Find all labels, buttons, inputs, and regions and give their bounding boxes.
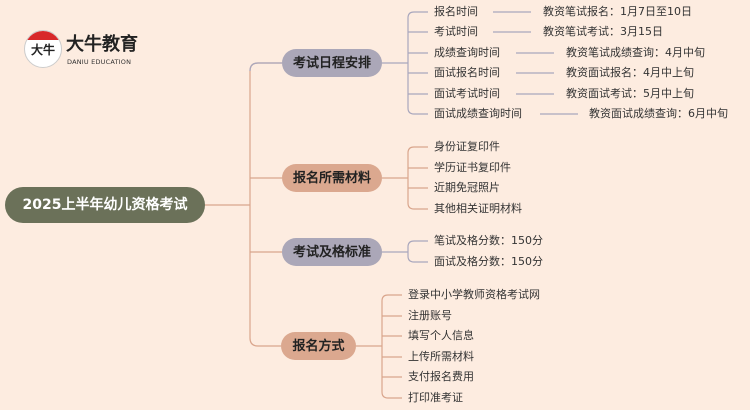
leaf-item[interactable]: 其他相关证明材料 (434, 202, 522, 215)
leaf-value[interactable]: 教资笔试报名：1月7日至10日 (543, 5, 692, 18)
leaf-item[interactable]: 笔试及格分数：150分 (434, 234, 543, 247)
leaf-item[interactable]: 考试时间 (434, 25, 478, 38)
branch-materials[interactable]: 报名所需材料 (282, 164, 382, 192)
leaf-value[interactable]: 教资笔试成绩查询：4月中旬 (566, 46, 705, 59)
leaf-item[interactable]: 报名时间 (434, 5, 478, 18)
logo-icon: 大牛 (24, 30, 62, 68)
leaf-value[interactable]: 教资笔试考试：3月15日 (543, 25, 663, 38)
leaf-item[interactable]: 打印准考证 (408, 391, 463, 404)
branch-pass-standard[interactable]: 考试及格标准 (282, 238, 382, 266)
leaf-item[interactable]: 面试成绩查询时间 (434, 107, 522, 120)
branch-schedule[interactable]: 考试日程安排 (282, 49, 382, 77)
logo-subtitle: DANIU EDUCATION (67, 58, 132, 66)
leaf-value[interactable]: 教资面试成绩查询：6月中旬 (589, 107, 728, 120)
leaf-item[interactable]: 学历证书复印件 (434, 161, 511, 174)
leaf-item[interactable]: 填写个人信息 (408, 329, 474, 342)
logo-mark: 大牛 (30, 43, 55, 57)
leaf-item[interactable]: 面试及格分数：150分 (434, 255, 543, 268)
branch-registration-method[interactable]: 报名方式 (281, 332, 356, 360)
root-node[interactable]: 2025上半年幼儿资格考试 (5, 187, 205, 223)
leaf-item[interactable]: 上传所需材料 (408, 350, 474, 363)
logo-name: 大牛教育 (66, 34, 138, 55)
leaf-item[interactable]: 面试报名时间 (434, 66, 500, 79)
leaf-item[interactable]: 面试考试时间 (434, 87, 500, 100)
leaf-item[interactable]: 注册账号 (408, 309, 452, 322)
leaf-item[interactable]: 近期免冠照片 (434, 181, 500, 194)
leaf-item[interactable]: 成绩查询时间 (434, 46, 500, 59)
leaf-value[interactable]: 教资面试报名：4月中上旬 (566, 66, 694, 79)
leaf-value[interactable]: 教资面试考试：5月中上旬 (566, 87, 694, 100)
leaf-item[interactable]: 支付报名费用 (408, 370, 474, 383)
leaf-item[interactable]: 身份证复印件 (434, 140, 500, 153)
leaf-item[interactable]: 登录中小学教师资格考试网 (408, 288, 540, 301)
